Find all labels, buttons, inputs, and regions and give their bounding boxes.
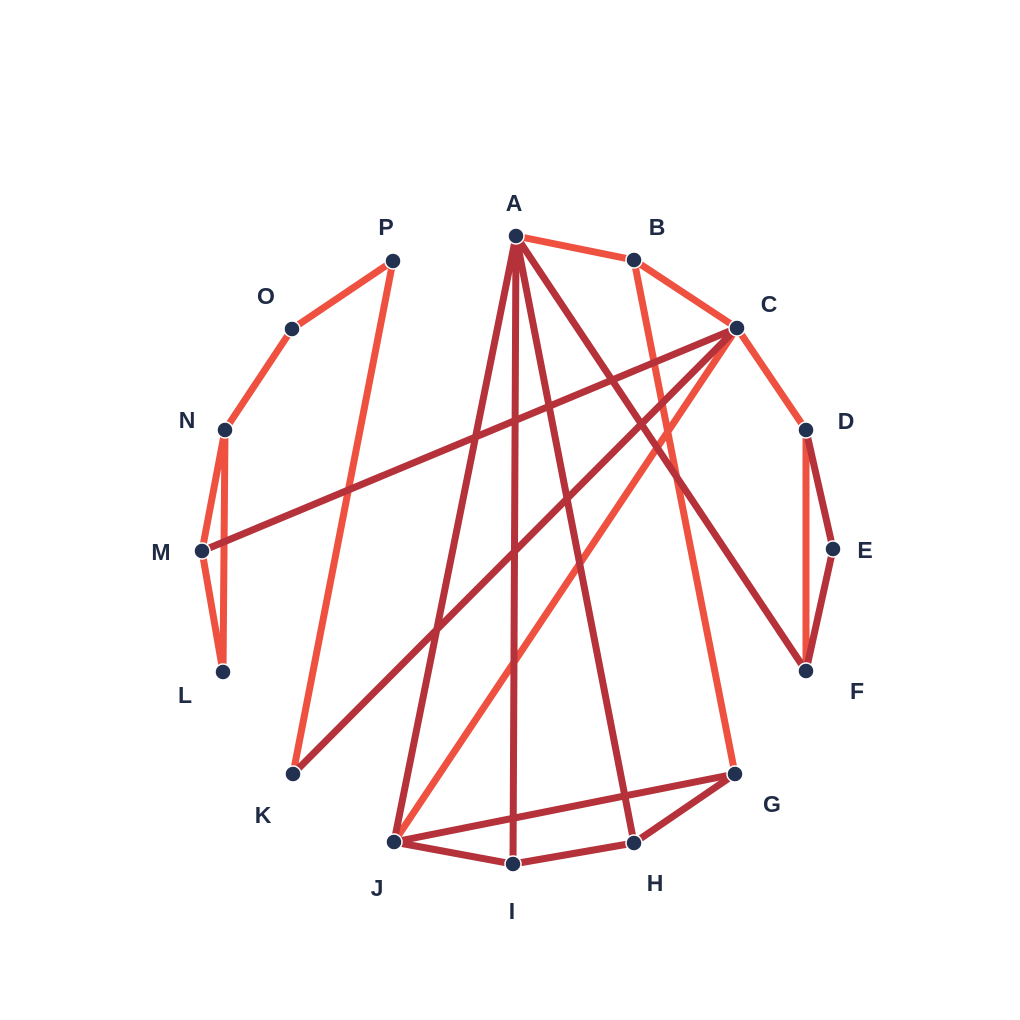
node-label-e: E [857,537,872,563]
node-e [824,540,842,558]
node-label-f: F [850,678,864,704]
edge-p-o [288,257,397,333]
edge-a-j [390,232,520,846]
edge-m-l [198,547,227,676]
node-g [726,765,744,783]
node-label-o: O [257,283,275,309]
node-label-p: P [378,214,393,240]
node-a [507,227,525,245]
node-l [214,663,232,681]
node-label-l: L [178,682,192,708]
edge-j-g [390,770,739,846]
edge-a-h [512,232,638,847]
node-label-j: J [371,875,384,901]
node-b [625,251,643,269]
node-label-d: D [838,408,855,434]
node-c [728,319,746,337]
edge-c-m [198,324,741,555]
node-f [797,662,815,680]
node-n [216,421,234,439]
edge-a-f [512,232,810,675]
node-label-g: G [763,791,781,817]
edge-b-g [630,256,739,778]
edge-b-c [630,256,741,332]
node-label-a: A [506,190,523,216]
edge-n-m [198,426,229,555]
node-p [384,252,402,270]
node-d [797,421,815,439]
node-label-k: K [255,802,272,828]
node-k [284,765,302,783]
node-i [504,855,522,873]
edge-i-h [509,839,638,868]
node-label-b: B [649,214,666,240]
edge-c-j [390,324,741,846]
node-j [385,833,403,851]
edge-c-d [733,324,810,434]
edge-p-k [289,257,397,778]
edge-a-b [512,232,638,264]
edge-o-n [221,325,296,434]
edges-layer [198,232,837,868]
node-label-h: H [647,870,664,896]
node-o [283,320,301,338]
edge-e-f [802,545,837,675]
node-label-m: M [151,539,170,565]
node-label-c: C [761,291,778,317]
node-m [193,542,211,560]
edge-h-g [630,770,739,847]
edge-d-e [802,426,837,553]
edge-n-l [219,426,229,676]
nodes-layer [193,227,842,873]
labels-layer: A B C D E F G H I J K L M N O P [151,190,872,924]
node-h [625,834,643,852]
edge-c-k [289,324,741,778]
node-label-i: I [509,898,515,924]
node-label-n: N [179,407,196,433]
edge-j-i [390,838,517,868]
